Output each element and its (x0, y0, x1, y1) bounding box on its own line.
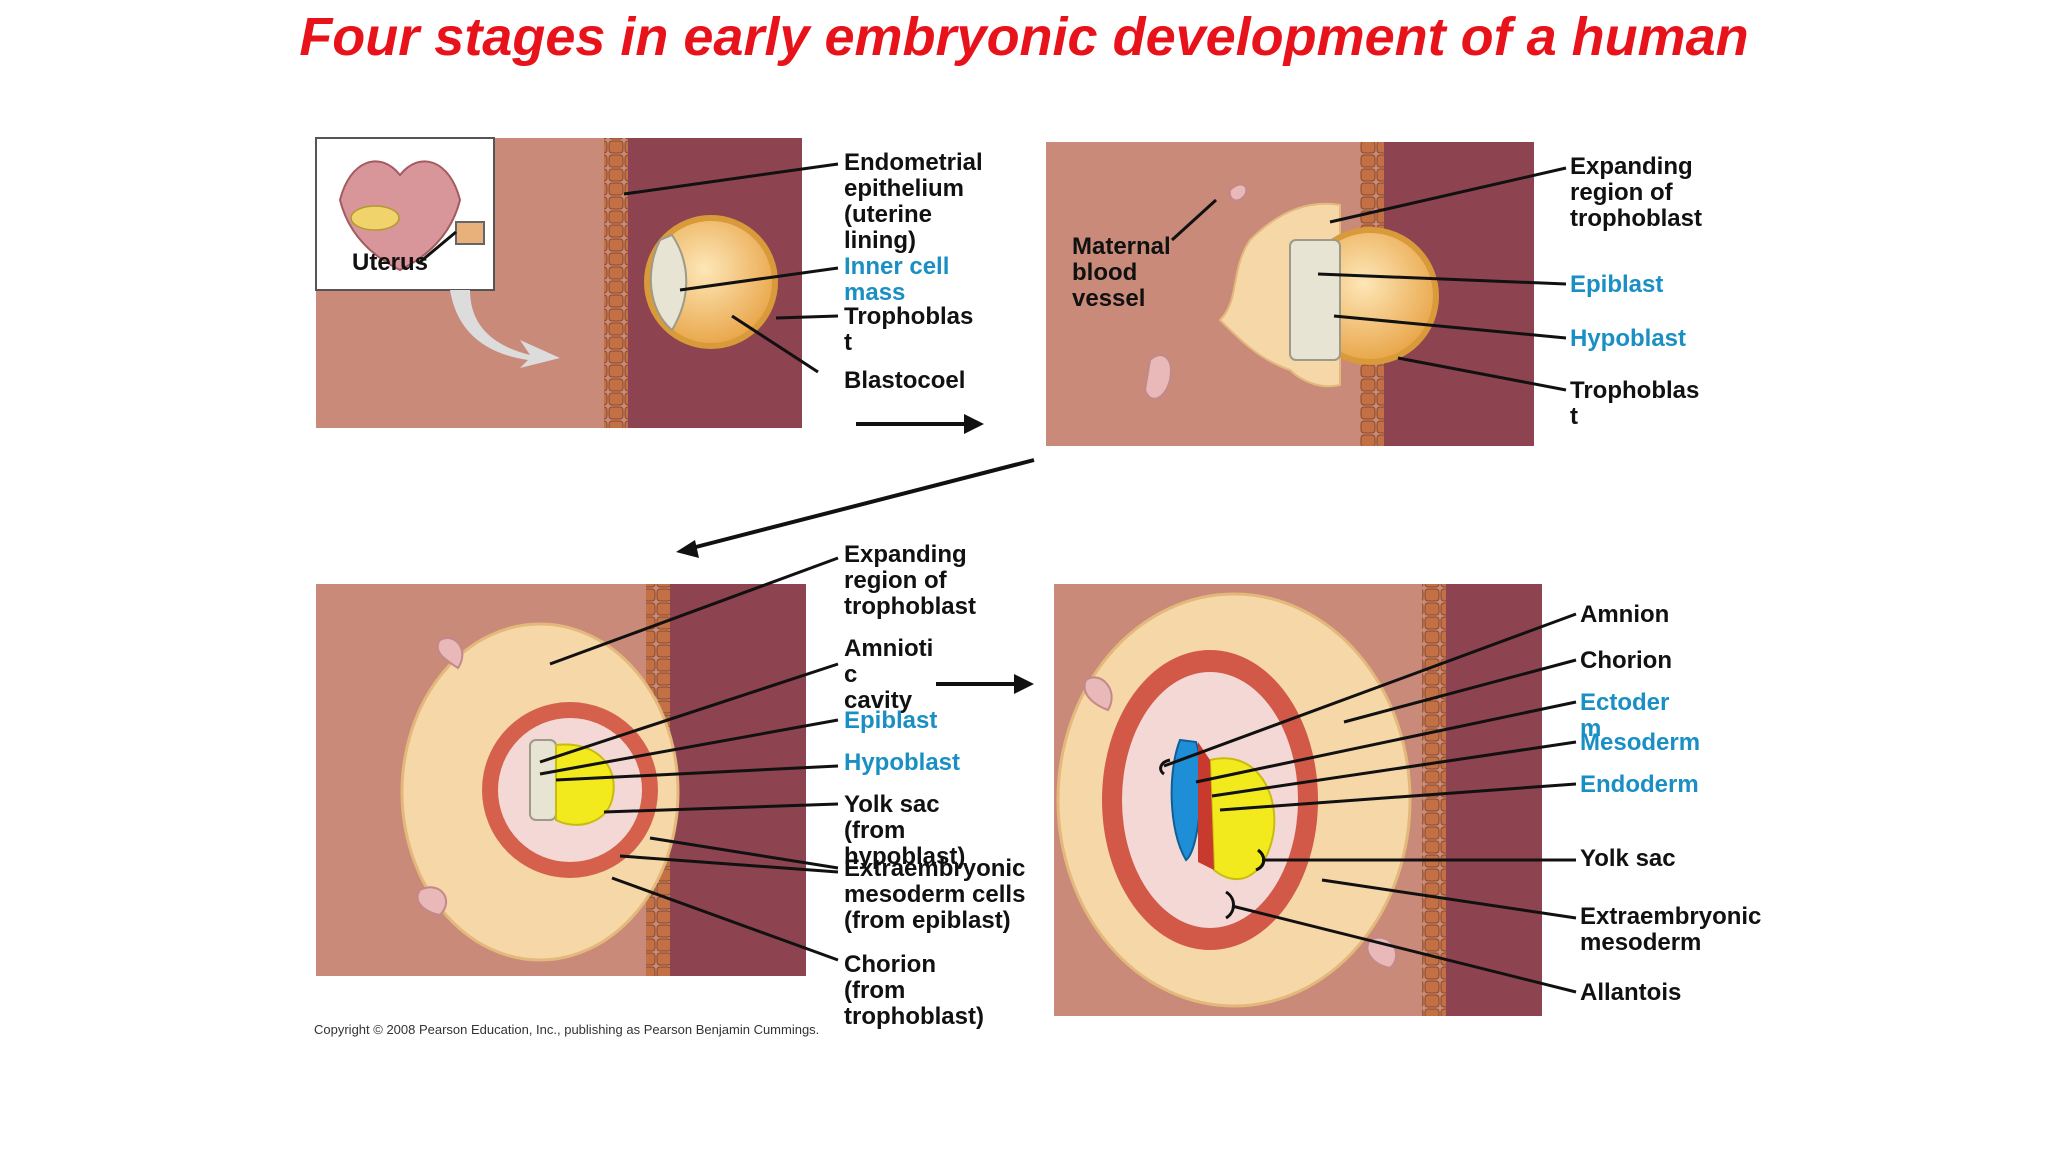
leader-ectoderm (1195, 700, 1577, 784)
leader-endometrial (623, 162, 839, 196)
maternal-blood-vessel-shape (1228, 183, 1248, 202)
label-epiblast-3: Epiblast (844, 707, 938, 734)
uterus-drawing (338, 160, 462, 272)
uterine-wall (670, 584, 806, 976)
inner-cell-mass-shape (649, 233, 688, 332)
label-yolk-sac-3: Yolk sac (from hypoblast) (844, 791, 966, 870)
maternal-vessel-3a (436, 637, 464, 670)
label-endoderm: Endoderm (1580, 771, 1699, 798)
label-amniotic-cavity: Amnioti c cavity (844, 635, 934, 714)
leader-allantois (1231, 904, 1577, 994)
label-hypoblast-2: Hypoblast (1570, 325, 1687, 352)
leader-epiblast-2 (1317, 272, 1567, 286)
leader-inner-cell-mass (679, 266, 839, 292)
amniotic-cavity-shape (529, 739, 557, 821)
uterus-pointer (419, 230, 457, 264)
maternal-blood-vessel-shape-2 (1143, 354, 1172, 400)
arrow-stage-3-4 (936, 674, 1034, 694)
label-inner-cell-mass: Inner cell mass (844, 253, 950, 306)
leader-yolk-3 (603, 802, 839, 814)
leader-extra-meso-4 (1321, 878, 1577, 920)
maternal-vessel-4a (1083, 676, 1113, 712)
leader-trophoblast-2 (1397, 356, 1567, 392)
mesoderm-shape (1198, 742, 1214, 870)
uterine-wall (1446, 584, 1542, 1016)
panel-1 (315, 137, 839, 428)
panel-3 (316, 556, 839, 976)
leader-chorion-4 (1343, 658, 1577, 724)
copyright-notice: Copyright © 2008 Pearson Education, Inc.… (314, 1022, 820, 1037)
endometrial-epithelium (604, 138, 628, 428)
label-epiblast-2: Epiblast (1570, 271, 1664, 298)
leader-blastocoel (731, 314, 819, 374)
leader-mesoderm (1211, 740, 1577, 798)
amnion-bracket (1159, 758, 1171, 776)
label-chorion-3: Chorion (from trophoblast) (844, 951, 984, 1030)
inset-zoom-box (455, 221, 485, 245)
leader-chorion-3 (611, 876, 839, 962)
ovary-drawing (350, 205, 400, 231)
zoom-arrow (450, 290, 560, 368)
label-chorion-4: Chorion (1580, 647, 1672, 674)
label-mesoderm: Mesoderm (1580, 729, 1701, 756)
label-yolk-sac-4: Yolk sac (1580, 845, 1676, 872)
label-hypoblast-3: Hypoblast (844, 749, 961, 776)
arrow-stage-2-3 (676, 458, 1035, 558)
leader-amniotic (539, 662, 839, 764)
leader-maternal-vessel (1170, 198, 1218, 242)
leader-extra-meso-a (649, 836, 839, 870)
label-extraembryonic-mesoderm-4: Extraembryonic mesoderm (1580, 903, 1762, 956)
leader-hypoblast-2 (1333, 314, 1567, 340)
label-expanding-trophoblast-2: Expanding region of trophoblast (1570, 153, 1702, 232)
leader-extra-meso-b (619, 854, 839, 874)
leader-expanding-2 (1329, 166, 1567, 224)
leader-expanding-3 (549, 556, 839, 666)
panel-4 (1054, 584, 1577, 1016)
arrow-stage-1-2 (856, 414, 984, 434)
label-expanding-trophoblast-3: Expanding region of trophoblast (844, 541, 976, 620)
panel-2 (1046, 142, 1567, 446)
leader-hypoblast-3 (555, 764, 839, 782)
label-maternal-blood-vessel: Maternal blood vessel (1072, 233, 1171, 312)
label-trophoblast-2: Trophoblas t (1570, 377, 1700, 430)
label-allantois: Allantois (1580, 979, 1682, 1006)
label-amnion: Amnion (1580, 601, 1670, 628)
label-uterus: Uterus (352, 249, 429, 276)
epiblast-hypoblast-disc (1289, 239, 1341, 361)
leader-endoderm (1219, 782, 1577, 812)
leader-trophoblast-1 (775, 314, 839, 320)
label-endometrial-epithelium: Endometrial epithelium (uterine lining) (844, 149, 983, 254)
label-extraembryonic-mesoderm-cells: Extraembryonic mesoderm cells (from epib… (844, 855, 1026, 934)
label-ectoderm: Ectoder m (1580, 689, 1670, 742)
label-blastocoel: Blastocoel (844, 367, 966, 394)
endometrial-epithelium (1422, 584, 1446, 1016)
page-title: Four stages in early embryonic developme… (299, 7, 1749, 67)
label-trophoblast-1: Trophoblas t (844, 303, 974, 356)
maternal-vessel-3b (416, 886, 447, 917)
leader-amnion (1163, 612, 1577, 768)
leader-epiblast-3 (539, 718, 839, 776)
